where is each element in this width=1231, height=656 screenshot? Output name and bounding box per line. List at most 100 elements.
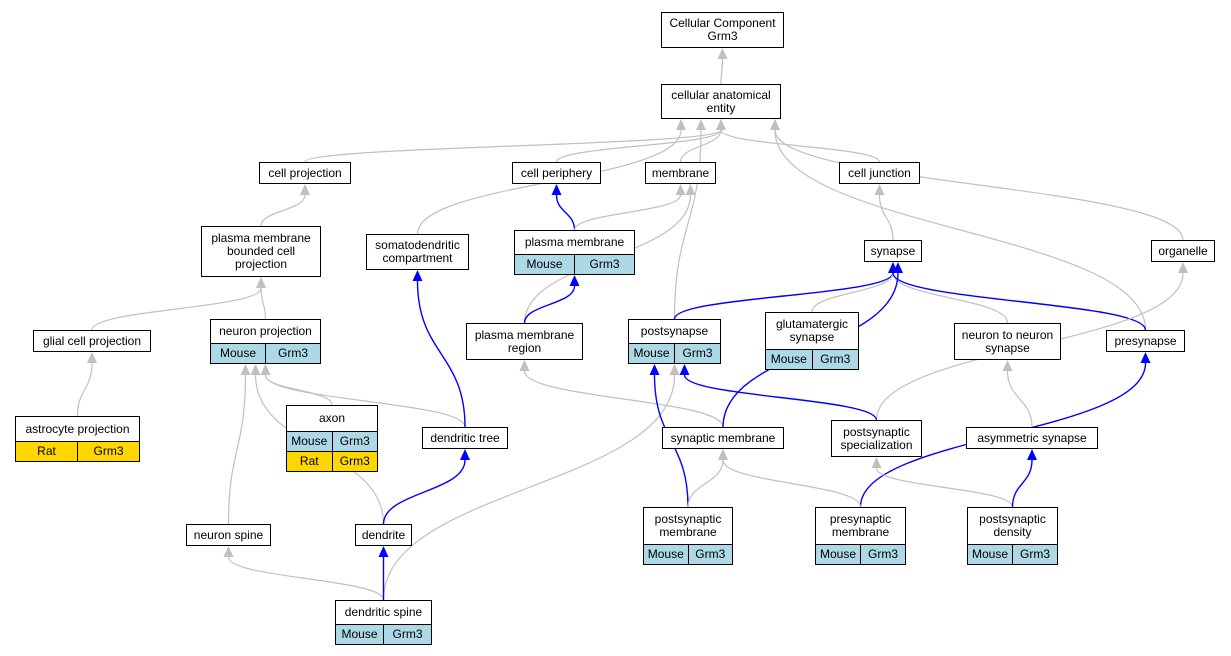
edge-part_of-presyn-to-synapse — [892, 272, 1147, 331]
node-postsynaptic-density[interactable]: postsynaptic density Mouse Grm3 — [967, 507, 1058, 565]
node-cellular-component-grm3[interactable]: Cellular Component Grm3 — [661, 12, 784, 48]
node-plasma-membrane-region[interactable]: plasma membrane region — [466, 323, 583, 360]
edge-is_a-cperi-to-cae — [555, 129, 722, 163]
annotation-row: Rat Grm3 — [16, 441, 139, 461]
node-title: synapse — [870, 243, 916, 258]
edge-is_a-dspine-to-nspine — [227, 556, 385, 601]
arrowhead-pmreg-to-plasma — [569, 275, 580, 286]
node-plasma-membrane[interactable]: plasma membrane Mouse Grm3 — [514, 230, 635, 275]
node-title: synaptic membrane — [670, 430, 776, 445]
arrowhead-premem-to-presyn — [1140, 352, 1151, 363]
node-title: presynapse — [1114, 333, 1177, 348]
arrowhead-synapse-to-cjunc — [874, 184, 885, 195]
annotation-row: Mouse Grm3 — [968, 544, 1057, 564]
edge-is_a-psd-to-pspec — [875, 467, 1014, 508]
node-title: glutamatergic synapse — [775, 317, 849, 344]
node-title: postsynaptic membrane — [654, 512, 722, 539]
edge-is_a-presyn-to-cae — [774, 129, 1147, 331]
node-title: Cellular Component Grm3 — [669, 16, 776, 43]
annotation-row: Rat Grm3 — [287, 451, 377, 471]
annotation-row: Mouse Grm3 — [629, 343, 720, 363]
node-organelle[interactable]: organelle — [1151, 240, 1215, 262]
edge-is_a-synmem-to-pmreg — [523, 370, 724, 428]
edge-is_a-synapse-to-cjunc — [878, 194, 894, 241]
arrowhead-somato-to-cae — [676, 119, 686, 130]
node-cell-periphery[interactable]: cell periphery — [512, 162, 601, 184]
edge-is_a-gluta-to-synapse — [811, 272, 894, 313]
edge-is_a-organelle-to-cae — [774, 129, 1184, 241]
node-neuron-spine[interactable]: neuron spine — [186, 524, 271, 546]
node-title: somatodendritic compartment — [375, 238, 460, 265]
annotation-row: Mouse Grm3 — [287, 431, 377, 451]
annotation-row: Mouse Grm3 — [211, 343, 320, 363]
edge-is_a-premem-to-synmem — [722, 459, 862, 508]
species-cell: Mouse — [219, 346, 257, 360]
arrowhead-dspine-to-dendrite — [378, 546, 389, 557]
node-dendritic-tree[interactable]: dendritic tree — [422, 427, 508, 449]
node-title: cell junction — [848, 165, 911, 180]
node-title: astrocyte projection — [25, 421, 130, 436]
node-neuron-to-neuron-synapse[interactable]: neuron to neuron synapse — [954, 323, 1061, 360]
node-axon[interactable]: axon Mouse Grm3 Rat Grm3 — [286, 405, 378, 472]
node-synaptic-membrane[interactable]: synaptic membrane — [662, 427, 784, 449]
node-cell-projection[interactable]: cell projection — [259, 162, 351, 184]
arrowhead-dtree-to-somato — [412, 270, 423, 281]
arrowhead-nspine-to-nproj — [240, 364, 251, 375]
edge-is_a-plasma-to-membr — [573, 194, 682, 231]
node-postsynaptic-specialization[interactable]: postsynaptic specialization — [831, 420, 922, 457]
arrowhead-psd-to-pspec — [871, 457, 882, 468]
gene-cell: Grm3 — [674, 344, 720, 363]
node-dendrite[interactable]: dendrite — [355, 524, 412, 546]
node-astrocyte-projection[interactable]: astrocyte projection Rat Grm3 — [15, 416, 140, 462]
node-plasma-membrane-bounded-cell-projection[interactable]: plasma membrane bounded cell projection — [201, 226, 321, 277]
edge-is_a-cproj-to-cae — [304, 129, 722, 163]
species-cell: Mouse — [341, 627, 378, 641]
gene-cell: Grm3 — [331, 452, 378, 471]
node-synapse[interactable]: synapse — [864, 240, 922, 262]
node-dendritic-spine[interactable]: dendritic spine Mouse Grm3 — [335, 600, 432, 645]
node-title: neuron spine — [193, 527, 264, 542]
node-title: asymmetric synapse — [977, 430, 1087, 445]
node-postsynaptic-membrane[interactable]: postsynaptic membrane Mouse Grm3 — [643, 507, 733, 565]
edge-is_a-cae-to-root — [720, 58, 724, 85]
gene-cell: Grm3 — [383, 625, 431, 644]
arrowhead-psd-to-asym — [1027, 449, 1037, 460]
node-title: glial cell projection — [42, 333, 142, 348]
node-membrane[interactable]: membrane — [645, 162, 716, 184]
node-presynapse[interactable]: presynapse — [1106, 330, 1185, 352]
node-title: cellular anatomical entity — [671, 87, 771, 115]
node-title: membrane — [651, 165, 710, 180]
node-title: cell periphery — [520, 165, 593, 180]
arrowhead-cjunc-to-cae — [716, 119, 726, 130]
node-postsynapse[interactable]: postsynapse Mouse Grm3 — [628, 319, 721, 364]
gene-cell: Grm3 — [687, 545, 733, 564]
node-glutamatergic-synapse[interactable]: glutamatergic synapse Mouse Grm3 — [765, 312, 859, 370]
annotation-row: Mouse Grm3 — [766, 349, 858, 369]
arrowhead-synmem-to-pmreg — [519, 360, 530, 371]
arrowhead-organelle-to-cae — [770, 119, 780, 130]
node-cell-junction[interactable]: cell junction — [839, 162, 920, 184]
node-title: postsynapse — [640, 324, 709, 338]
species-cell: Mouse — [770, 352, 807, 366]
node-neuron-projection[interactable]: neuron projection Mouse Grm3 — [210, 319, 321, 364]
node-asymmetric-synapse[interactable]: asymmetric synapse — [966, 427, 1098, 449]
edge-part_of-dendrite-to-dtree — [382, 459, 466, 525]
gene-cell: Grm3 — [331, 432, 378, 451]
edge-part_of-plasma-to-cperi — [555, 194, 576, 231]
edge-is_a-nproj-to-pmbcp — [260, 287, 267, 320]
node-somatodendritic-compartment[interactable]: somatodendritic compartment — [366, 234, 469, 270]
node-cellular-anatomical-entity[interactable]: cellular anatomical entity — [661, 84, 781, 119]
species-cell: Mouse — [971, 547, 1009, 561]
edge-part_of-pmreg-to-plasma — [523, 285, 576, 324]
node-glial-cell-projection[interactable]: glial cell projection — [33, 330, 151, 352]
node-title: neuron projection — [219, 324, 312, 338]
arrowhead-plasma-to-cperi — [551, 184, 562, 195]
edge-is_a-postmem-to-synmem — [687, 459, 724, 508]
arrowhead-pmbcp-to-cproj — [300, 184, 310, 195]
node-presynaptic-membrane[interactable]: presynaptic membrane Mouse Grm3 — [815, 507, 906, 565]
node-title: presynaptic membrane — [829, 512, 892, 539]
species-cell: Rat — [37, 444, 56, 458]
edge-is_a-nspine-to-nproj — [227, 374, 247, 525]
gene-cell: Grm3 — [1012, 545, 1057, 564]
arrowhead-plasma-to-membr — [675, 184, 686, 195]
